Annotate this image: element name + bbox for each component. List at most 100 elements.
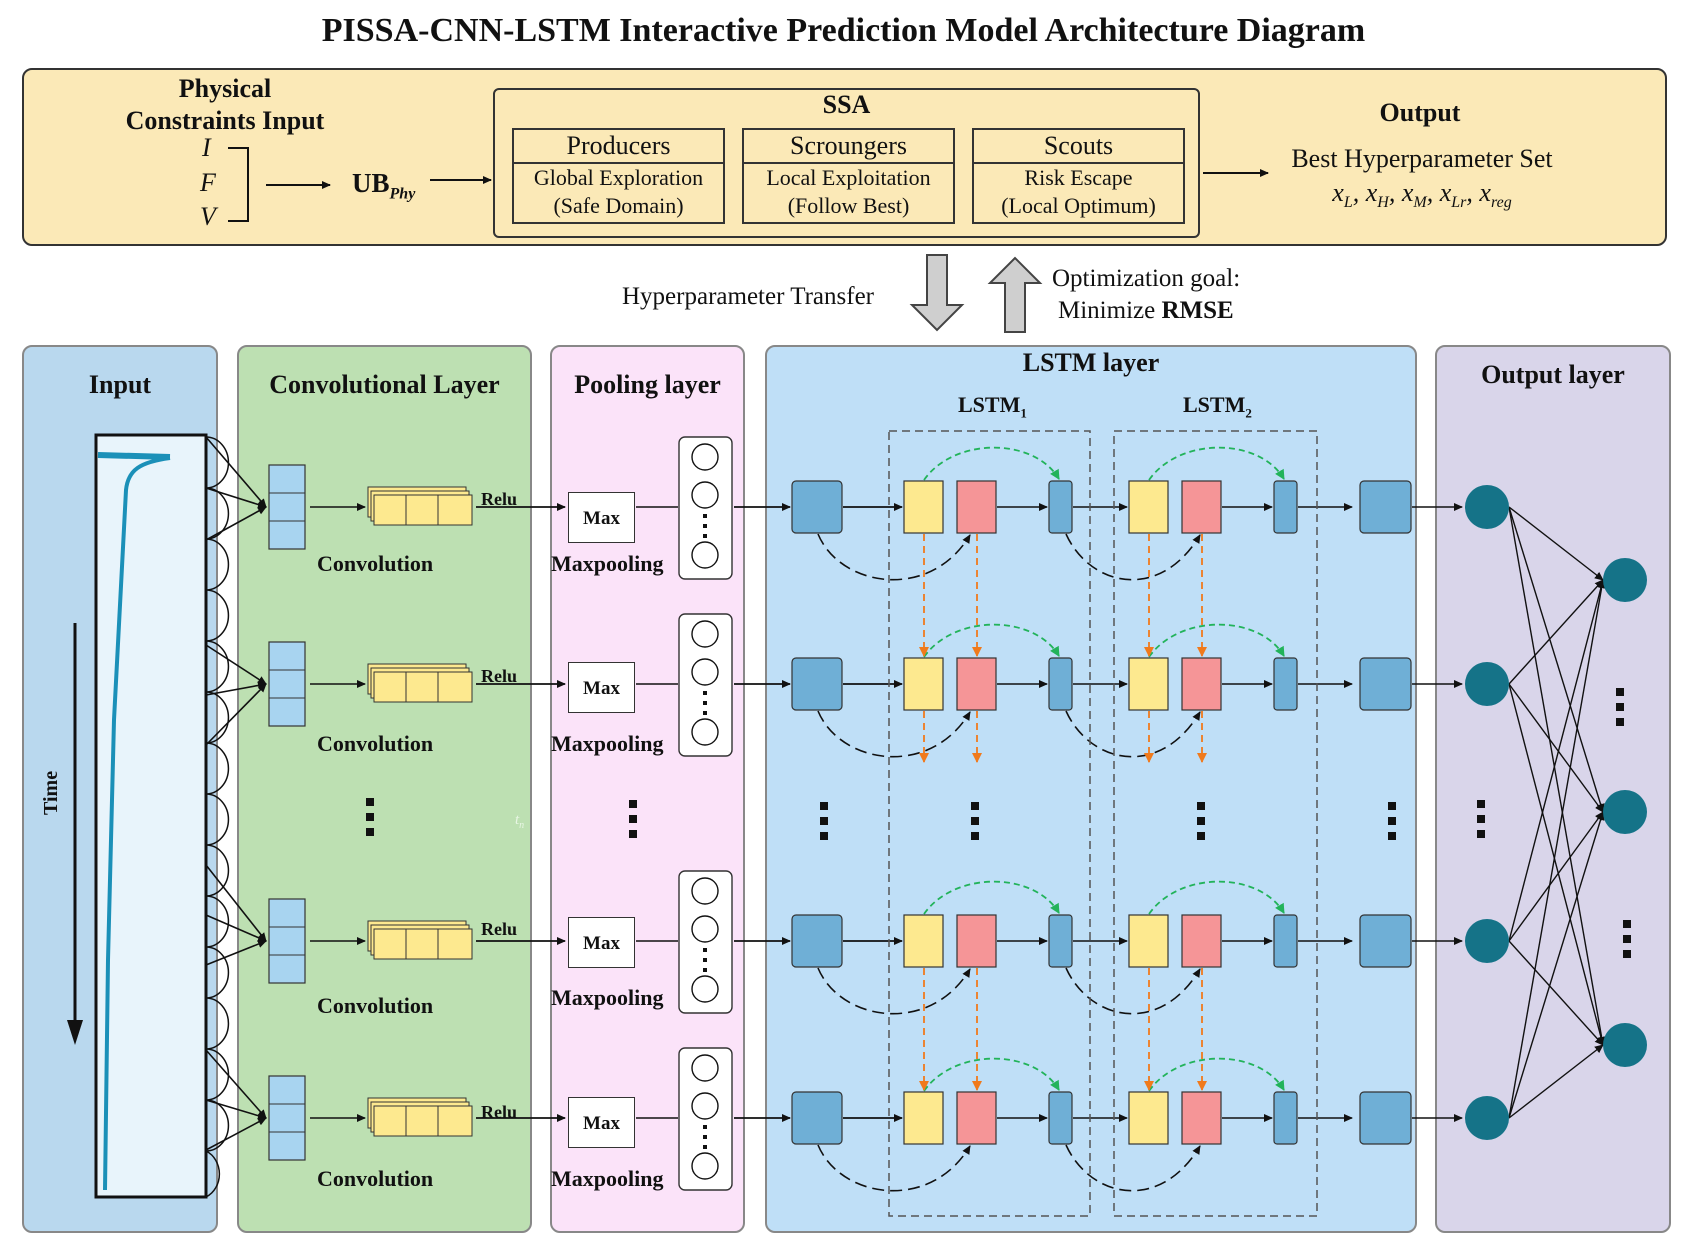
ssa-box <box>493 88 1200 238</box>
hyperparameter-transfer-label: Hyperparameter Transfer <box>622 283 874 310</box>
scroungers-name: Scroungers <box>744 130 953 164</box>
output-hidden-neuron <box>1465 485 1509 529</box>
lstm1-red-gate <box>956 480 997 534</box>
pool-dot <box>703 534 707 538</box>
lstm1-label: LSTM1 <box>958 392 1027 421</box>
pool-dot <box>703 524 707 528</box>
pool-neuron <box>691 915 719 943</box>
scouts-name: Scouts <box>974 130 1183 164</box>
scouts-line2: (Local Optimum) <box>1001 193 1156 218</box>
ssa-optimization-panel <box>22 68 1667 246</box>
pool-dot <box>703 514 707 518</box>
green-skip-arrow <box>1148 1057 1285 1092</box>
black-dashed-arc <box>817 967 971 1015</box>
output-connection <box>1508 940 1604 1046</box>
max-box-2: Max <box>568 662 635 713</box>
physical-title-line2: Constraints Input <box>125 106 325 135</box>
relu-label-2: Relu <box>481 666 517 686</box>
relu-label-1: Relu <box>481 489 517 509</box>
input-arrow <box>205 506 267 541</box>
lstm1-hidden-state <box>1048 480 1073 534</box>
maxpool-label-1: Maxpooling <box>551 551 664 576</box>
lstm-output-cell <box>1359 1091 1412 1145</box>
physical-title-line1: Physical <box>178 74 272 103</box>
lstm2-red-gate <box>1181 914 1222 968</box>
pipeline-row-1 <box>205 436 1463 581</box>
output-hidden-neuron <box>1465 662 1509 706</box>
output-connection <box>1508 506 1606 1046</box>
black-dashed-arc <box>1065 1144 1201 1192</box>
lstm2-red-gate <box>1181 1091 1222 1145</box>
lstm1-hidden-state <box>1048 914 1073 968</box>
pool-neuron <box>691 1054 719 1082</box>
black-dashed-arc <box>817 1144 971 1192</box>
lstm1-hidden-state <box>1048 657 1073 711</box>
green-skip-arrow <box>923 623 1060 658</box>
lstm2-hidden-state <box>1273 657 1298 711</box>
green-skip-arrow <box>1148 446 1285 481</box>
input-V: V <box>200 202 216 231</box>
output-vars: xL, xH, xM, xLr, xreg <box>1332 178 1512 212</box>
conv-input-block <box>268 641 306 727</box>
maxpool-label-4: Maxpooling <box>551 1166 664 1191</box>
pool-dot <box>703 968 707 972</box>
pool-neuron <box>691 877 719 905</box>
pool-neuron <box>691 975 719 1003</box>
lstm2-red-gate <box>1181 657 1222 711</box>
output-connection <box>1508 811 1604 942</box>
output-hidden-neuron <box>1465 919 1509 963</box>
conv-input-block <box>268 1075 306 1161</box>
ssa-title: SSA <box>822 90 871 119</box>
lstm-input-cell <box>791 657 843 711</box>
lstm1-yellow-gate <box>903 657 944 711</box>
input-arrow <box>205 1049 267 1119</box>
lstm2-yellow-gate <box>1128 1091 1169 1145</box>
black-dashed-arc <box>817 710 971 758</box>
pool-dot <box>703 691 707 695</box>
output-title: Output <box>1379 98 1461 127</box>
pool-dot <box>703 948 707 952</box>
output-panel-title: Output layer <box>1481 360 1625 389</box>
output-neuron <box>1603 1023 1647 1067</box>
input-arrow <box>205 683 267 746</box>
input-F: F <box>200 168 216 197</box>
green-skip-arrow <box>1148 880 1285 915</box>
scroungers-box: Scroungers Local Exploitation (Follow Be… <box>742 128 955 224</box>
lstm-output-cell <box>1359 480 1412 534</box>
scouts-box: Scouts Risk Escape (Local Optimum) <box>972 128 1185 224</box>
pool-neuron <box>691 1152 719 1180</box>
tn-label: tn <box>515 812 525 831</box>
conv-input-block <box>268 464 306 550</box>
black-dashed-arc <box>1065 533 1201 581</box>
output-connection <box>1508 579 1604 685</box>
pool-neuron <box>691 658 719 686</box>
lstm2-yellow-gate <box>1128 657 1169 711</box>
pool-dot <box>703 1135 707 1139</box>
output-line1: Best Hyperparameter Set <box>1291 144 1553 173</box>
pool-dot <box>703 1145 707 1149</box>
ellipsis-markers <box>366 688 1631 958</box>
input-arrow <box>205 1117 267 1151</box>
pool-dot <box>703 1125 707 1129</box>
max-box-4: Max <box>568 1097 635 1148</box>
green-skip-arrow <box>923 1057 1060 1092</box>
lstm1-yellow-gate <box>903 914 944 968</box>
conv-label-4: Convolution <box>317 1166 434 1191</box>
optimization-goal-arrow <box>987 256 1043 333</box>
input-I: I <box>202 133 211 162</box>
lstm2-yellow-gate <box>1128 480 1169 534</box>
pool-panel-title: Pooling layer <box>574 370 721 399</box>
relu-label-4: Relu <box>481 1102 517 1122</box>
pipeline-row-3 <box>205 864 1463 1015</box>
relu-label-3: Relu <box>481 919 517 939</box>
feature-map <box>373 494 473 526</box>
output-connection <box>1508 579 1606 1119</box>
input-arrow <box>205 487 267 509</box>
lstm2-hidden-state <box>1273 1091 1298 1145</box>
lstm-input-cell <box>791 480 843 534</box>
diagram-title: PISSA-CNN-LSTM Interactive Prediction Mo… <box>321 12 1366 49</box>
maxpool-label-2: Maxpooling <box>551 731 664 756</box>
producers-line2: (Safe Domain) <box>553 193 684 218</box>
black-dashed-arc <box>817 533 971 581</box>
